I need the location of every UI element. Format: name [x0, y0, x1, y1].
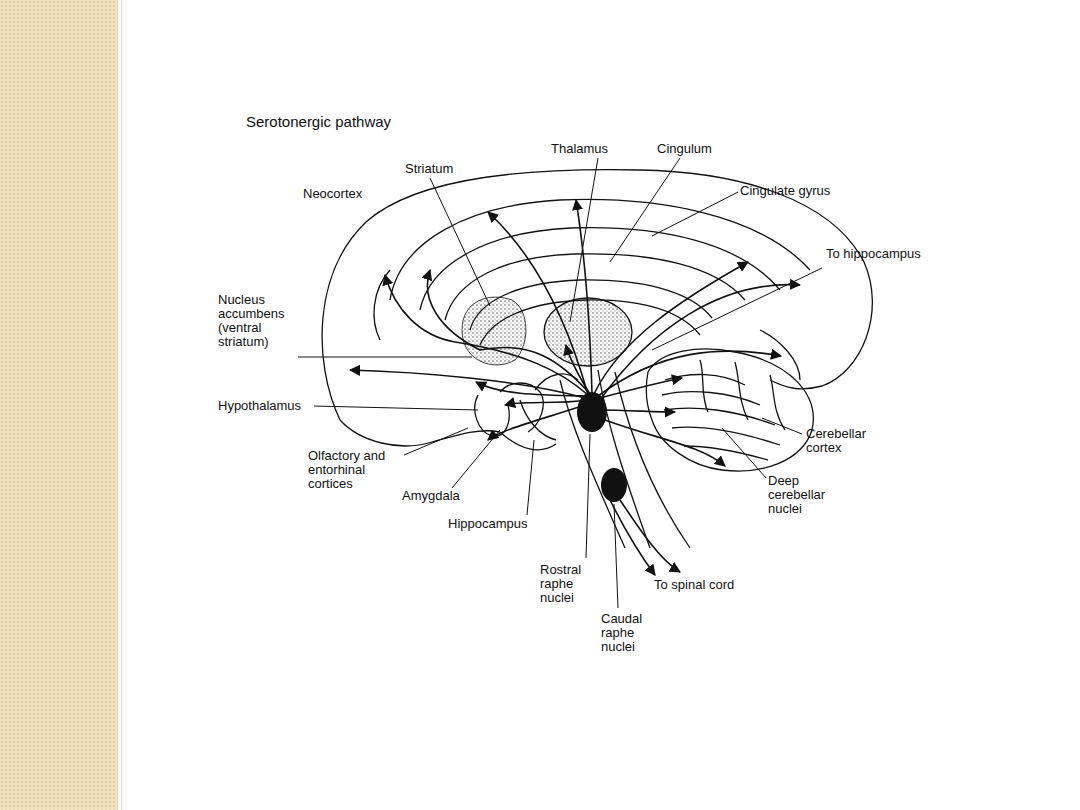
structure-label: Hippocampus [448, 517, 528, 531]
structure-label: Olfactory and entorhinal cortices [308, 449, 408, 491]
structure-label: Cerebellar cortex [806, 427, 884, 455]
structure-label: Nucleus accumbens (ventral striatum) [218, 293, 300, 349]
structure-label: Striatum [405, 162, 453, 176]
side-strip [0, 0, 118, 810]
diagram-title: Serotonergic pathway [246, 113, 391, 130]
structure-label: To spinal cord [654, 578, 734, 592]
structure-label: Cingulum [657, 142, 712, 156]
structure-label: Hypothalamus [218, 399, 301, 413]
structure-label: Rostral raphe nuclei [540, 563, 595, 605]
structure-label: Thalamus [551, 142, 608, 156]
structure-label: Amygdala [402, 489, 460, 503]
structure-label: Neocortex [303, 187, 362, 201]
structure-label: Deep cerebellar nuclei [768, 474, 848, 516]
structure-label: To hippocampus [826, 247, 926, 261]
structure-label: Caudal raphe nuclei [601, 612, 656, 654]
structure-label: Cingulate gyrus [740, 184, 830, 198]
side-rule [121, 0, 122, 810]
